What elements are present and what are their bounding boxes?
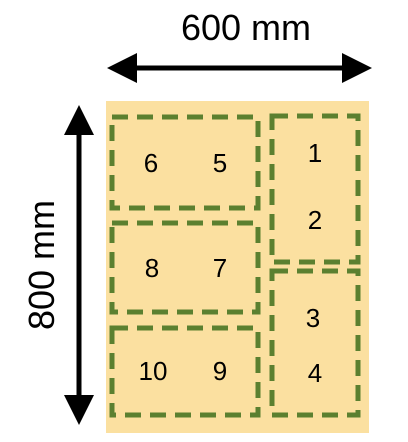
board [106, 101, 369, 433]
cell-label-3: 3 [306, 303, 320, 333]
cell-label-5: 5 [213, 148, 227, 178]
cell-label-8: 8 [145, 253, 159, 283]
region-3-4 [269, 268, 361, 418]
region-7-8 [109, 220, 261, 315]
cell-label-2: 2 [308, 205, 322, 235]
cell-label-4: 4 [308, 358, 322, 388]
cell-label-6: 6 [144, 148, 158, 178]
height-label: 800 mm [21, 200, 62, 330]
cell-label-1: 1 [308, 138, 322, 168]
dashed-regions [109, 113, 361, 418]
cell-label-9: 9 [213, 356, 227, 386]
width-label: 600 mm [181, 7, 311, 48]
region-1-2 [269, 113, 361, 265]
region-5-6 [109, 114, 261, 211]
cell-label-7: 7 [213, 253, 227, 283]
cell-label-10: 10 [139, 356, 168, 386]
region-9-10 [109, 325, 261, 418]
